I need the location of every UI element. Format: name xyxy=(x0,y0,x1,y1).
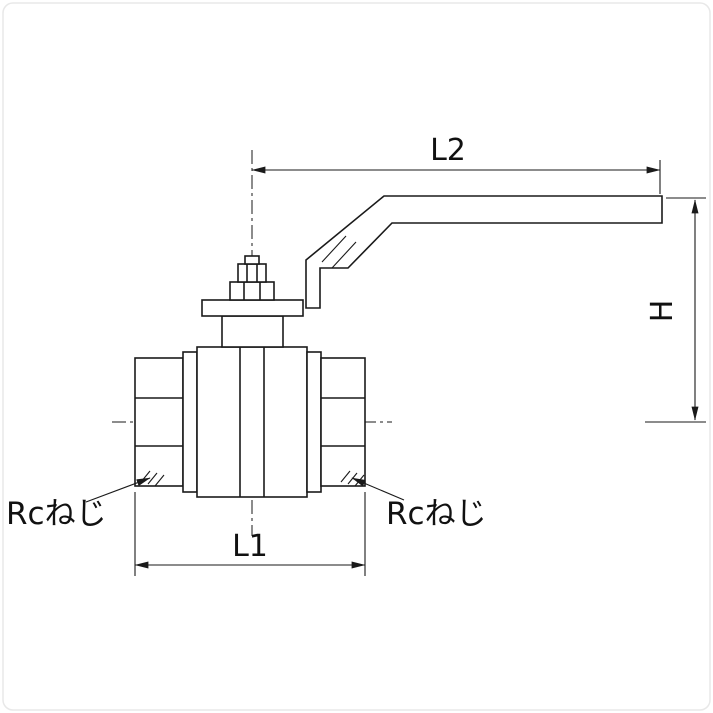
right-end-cap xyxy=(320,357,366,487)
valve-body xyxy=(134,346,366,498)
annotation-thread-right: Rcねじ xyxy=(351,477,487,532)
stem-assembly xyxy=(201,255,304,348)
stem-nut xyxy=(237,263,267,283)
annotation-thread-left: Rcねじ xyxy=(6,477,151,532)
dimension-h: H xyxy=(645,197,706,423)
thread-right-label: Rcねじ xyxy=(386,496,487,532)
lever-handle xyxy=(305,195,663,309)
mounting-plate xyxy=(201,299,304,317)
thread-left-leader-line xyxy=(85,477,151,503)
h-label: H xyxy=(645,300,680,323)
l2-label: L2 xyxy=(430,133,466,168)
dimension-l2: L2 xyxy=(251,133,661,194)
thread-right-leader-line xyxy=(351,477,405,501)
center-body xyxy=(196,346,308,498)
dimension-l1: L1 xyxy=(134,492,366,576)
handle-bend-lines xyxy=(321,235,357,269)
gland-nut xyxy=(229,281,275,301)
left-body-ring xyxy=(182,351,198,493)
stem-top xyxy=(244,255,260,265)
handle-outline xyxy=(305,195,663,309)
left-end-cap xyxy=(134,357,184,487)
right-body-ring xyxy=(306,351,322,493)
l1-label: L1 xyxy=(232,529,268,564)
stem-neck xyxy=(221,315,284,348)
thread-left-label: Rcねじ xyxy=(6,496,107,532)
